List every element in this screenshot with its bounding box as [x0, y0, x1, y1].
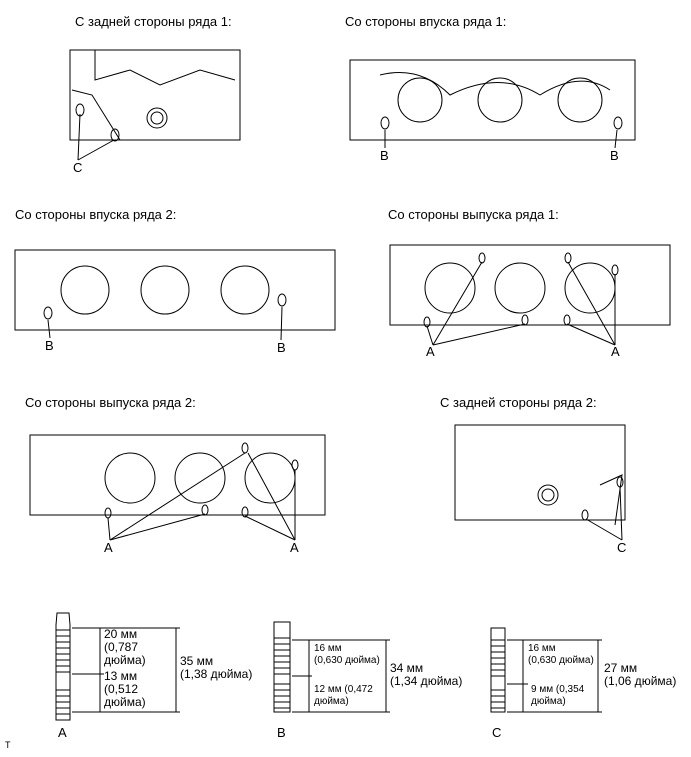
stud-b-upper-dim: 16 мм (0,630 дюйма) — [314, 643, 380, 666]
stud-b — [273, 621, 390, 713]
marker-a: A — [611, 344, 620, 359]
marker-c: C — [73, 160, 83, 175]
stud-a-total-dim: 35 мм (1,38 дюйма) — [180, 654, 253, 681]
stud-a-label: A — [58, 725, 67, 740]
marker-a: A — [426, 344, 435, 359]
stud-c — [490, 627, 602, 713]
stud-a-upper-dim: 20 мм (0,787 дюйма) — [104, 627, 146, 667]
marker-b: B — [610, 148, 619, 163]
stud-a — [55, 612, 180, 721]
view-exhaust-bank1 — [389, 244, 671, 346]
marker-a: A — [104, 540, 113, 555]
footer-code: T — [5, 740, 11, 750]
caption-intake-bank1: Со стороны впуска ряда 1: — [345, 14, 507, 29]
stud-c-label: C — [492, 725, 502, 740]
view-exhaust-bank2 — [29, 434, 326, 541]
stud-c-lower-dim: 9 мм (0,354 дюйма) — [531, 684, 585, 707]
view-intake-bank1 — [349, 59, 636, 149]
marker-a: A — [290, 540, 299, 555]
caption-rear-bank2: С задней стороны ряда 2: — [440, 395, 597, 410]
marker-b: B — [380, 148, 389, 163]
view-rear-bank1 — [69, 49, 241, 161]
stud-c-total-dim: 27 мм (1,06 дюйма) — [604, 661, 677, 688]
view-intake-bank2 — [14, 249, 336, 341]
stud-b-label: B — [277, 725, 286, 740]
stud-c-upper-dim: 16 мм (0,630 дюйма) — [528, 643, 594, 666]
stud-b-lower-dim: 12 мм (0,472 дюйма) — [314, 684, 373, 707]
stud-a-lower-dim: 13 мм (0,512 дюйма) — [104, 669, 146, 709]
marker-b: B — [277, 340, 286, 355]
view-rear-bank2 — [454, 424, 626, 541]
caption-intake-bank2: Со стороны впуска ряда 2: — [15, 207, 177, 222]
caption-exhaust-bank2: Со стороны выпуска ряда 2: — [25, 395, 196, 410]
caption-exhaust-bank1: Со стороны выпуска ряда 1: — [388, 207, 559, 222]
caption-rear-bank1: С задней стороны ряда 1: — [75, 14, 232, 29]
marker-c: C — [617, 540, 627, 555]
stud-b-total-dim: 34 мм (1,34 дюйма) — [390, 661, 463, 688]
marker-b: B — [45, 338, 54, 353]
